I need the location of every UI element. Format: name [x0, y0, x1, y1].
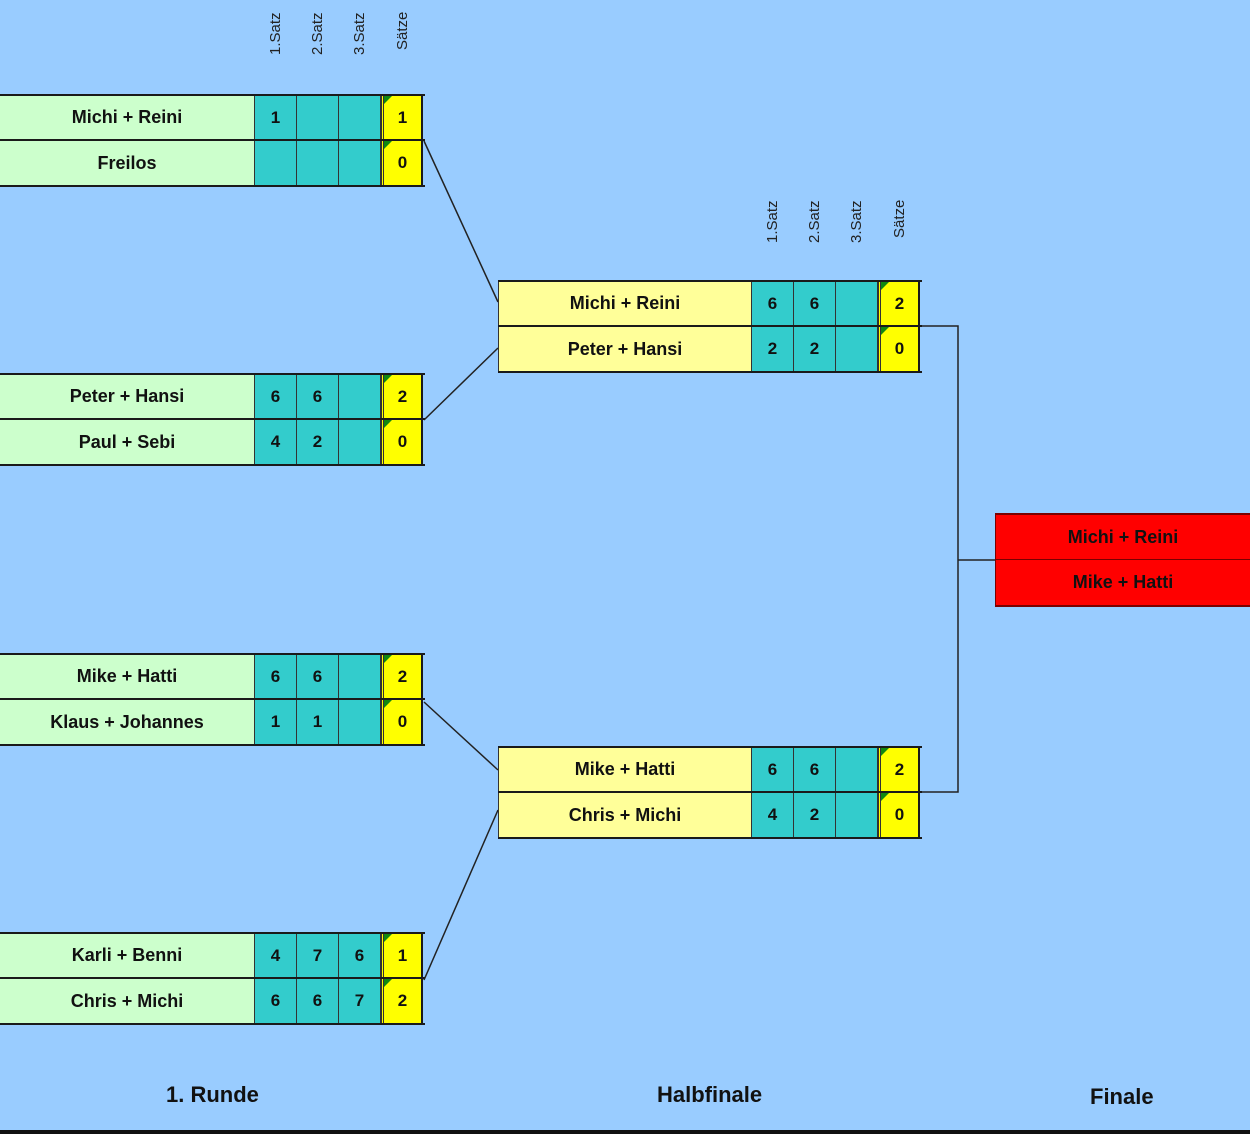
set2-score-cell[interactable]: 2	[794, 327, 836, 371]
sets-won-cell[interactable]: 1	[381, 96, 423, 139]
set3-score-cell[interactable]	[339, 655, 381, 698]
set2-score-cell[interactable]: 6	[794, 282, 836, 325]
set1-score-cell[interactable]: 4	[255, 934, 297, 977]
sets-won-cell[interactable]: 0	[381, 420, 423, 464]
set3-score-cell[interactable]	[836, 282, 878, 325]
team-name-cell[interactable]: Freilos	[0, 141, 255, 185]
semifinal-label: Halbfinale	[657, 1082, 763, 1107]
team-name-cell[interactable]: Michi + Reini	[0, 96, 255, 139]
team-row: Michi + Reini	[996, 514, 1250, 560]
set2-score-cell[interactable]: 6	[297, 375, 339, 418]
header-set1: 1.Satz	[267, 12, 284, 55]
set3-score-cell[interactable]	[836, 748, 878, 791]
set2-score-cell[interactable]: 2	[794, 793, 836, 837]
semifinal-match-1: Michi + Reini 6 6 2 Peter + Hansi 2 2 0	[498, 280, 922, 373]
set3-score-cell[interactable]	[339, 375, 381, 418]
set1-score-cell[interactable]: 2	[752, 327, 794, 371]
sets-won-cell[interactable]: 2	[381, 979, 423, 1023]
team-row: Mike + Hatti 6 6 2	[498, 746, 922, 793]
team-row: Peter + Hansi 2 2 0	[498, 327, 922, 373]
semifinal-match-2: Mike + Hatti 6 6 2 Chris + Michi 4 2 0	[498, 746, 922, 839]
team-row: Mike + Hatti	[996, 560, 1250, 606]
team-name-cell[interactable]: Michi + Reini	[498, 282, 752, 325]
set3-score-cell[interactable]: 6	[339, 934, 381, 977]
team-name-cell[interactable]: Chris + Michi	[0, 979, 255, 1023]
team-name-cell[interactable]: Klaus + Johannes	[0, 700, 255, 744]
team-name-cell[interactable]: Peter + Hansi	[498, 327, 752, 371]
sets-won-cell[interactable]: 0	[878, 793, 920, 837]
set1-score-cell[interactable]: 6	[255, 655, 297, 698]
set2-score-cell[interactable]: 6	[297, 655, 339, 698]
set1-score-cell[interactable]: 6	[752, 748, 794, 791]
team-row: Chris + Michi 6 6 7 2	[0, 979, 425, 1025]
set3-score-cell[interactable]	[339, 420, 381, 464]
set2-score-cell[interactable]: 7	[297, 934, 339, 977]
set1-score-cell[interactable]: 1	[255, 700, 297, 744]
team-row: Klaus + Johannes 1 1 0	[0, 700, 425, 746]
set1-score-cell[interactable]	[255, 141, 297, 185]
team-name-cell[interactable]: Paul + Sebi	[0, 420, 255, 464]
set3-score-cell[interactable]	[339, 96, 381, 139]
team-row: Mike + Hatti 6 6 2	[0, 653, 425, 700]
header-set1: 1.Satz	[764, 200, 781, 243]
set3-score-cell[interactable]: 7	[339, 979, 381, 1023]
set3-score-cell[interactable]	[339, 700, 381, 744]
set1-score-cell[interactable]: 6	[255, 375, 297, 418]
header-set3: 3.Satz	[848, 200, 865, 243]
set3-score-cell[interactable]	[836, 793, 878, 837]
header-set2: 2.Satz	[806, 200, 823, 243]
team-name-cell[interactable]: Peter + Hansi	[0, 375, 255, 418]
set1-score-cell[interactable]: 6	[255, 979, 297, 1023]
final-match: Michi + Reini Mike + Hatti	[995, 513, 1250, 607]
header-set3: 3.Satz	[351, 12, 368, 55]
set2-score-cell[interactable]	[297, 96, 339, 139]
team-name-cell[interactable]: Karli + Benni	[0, 934, 255, 977]
team-name-cell[interactable]: Mike + Hatti	[0, 655, 255, 698]
set2-score-cell[interactable]: 1	[297, 700, 339, 744]
team-name-cell[interactable]: Mike + Hatti	[498, 748, 752, 791]
sets-won-cell[interactable]: 2	[381, 375, 423, 418]
round1-match-3: Mike + Hatti 6 6 2 Klaus + Johannes 1 1 …	[0, 653, 425, 746]
round1-match-2: Peter + Hansi 6 6 2 Paul + Sebi 4 2 0	[0, 373, 425, 466]
set2-score-cell[interactable]	[297, 141, 339, 185]
team-row: Michi + Reini 6 6 2	[498, 280, 922, 327]
header-sets-total: Sätze	[394, 12, 411, 51]
team-row: Michi + Reini 1 1	[0, 94, 425, 141]
set1-score-cell[interactable]: 1	[255, 96, 297, 139]
set1-score-cell[interactable]: 6	[752, 282, 794, 325]
sets-won-cell[interactable]: 0	[381, 141, 423, 185]
set1-score-cell[interactable]: 4	[255, 420, 297, 464]
sets-won-cell[interactable]: 0	[381, 700, 423, 744]
team-row: Freilos 0	[0, 141, 425, 187]
sets-won-cell[interactable]: 2	[878, 282, 920, 325]
set1-score-cell[interactable]: 4	[752, 793, 794, 837]
team-row: Karli + Benni 4 7 6 1	[0, 932, 425, 979]
sets-won-cell[interactable]: 0	[878, 327, 920, 371]
set2-score-cell[interactable]: 6	[794, 748, 836, 791]
bottom-border	[0, 1130, 1250, 1134]
set2-score-cell[interactable]: 2	[297, 420, 339, 464]
set3-score-cell[interactable]	[836, 327, 878, 371]
set3-score-cell[interactable]	[339, 141, 381, 185]
round1-match-1: Michi + Reini 1 1 Freilos 0	[0, 94, 425, 187]
team-row: Paul + Sebi 4 2 0	[0, 420, 425, 466]
team-name-cell[interactable]: Chris + Michi	[498, 793, 752, 837]
sets-won-cell[interactable]: 1	[381, 934, 423, 977]
final-label: Finale	[1090, 1084, 1154, 1109]
team-row: Peter + Hansi 6 6 2	[0, 373, 425, 420]
team-row: Chris + Michi 4 2 0	[498, 793, 922, 839]
header-set2: 2.Satz	[309, 12, 326, 55]
sets-won-cell[interactable]: 2	[381, 655, 423, 698]
team-name-cell[interactable]: Michi + Reini	[996, 515, 1250, 559]
team-name-cell[interactable]: Mike + Hatti	[996, 560, 1250, 605]
header-sets-total: Sätze	[891, 200, 908, 239]
round1-label: 1. Runde	[166, 1082, 259, 1107]
round1-match-4: Karli + Benni 4 7 6 1 Chris + Michi 6 6 …	[0, 932, 425, 1025]
sets-won-cell[interactable]: 2	[878, 748, 920, 791]
set2-score-cell[interactable]: 6	[297, 979, 339, 1023]
